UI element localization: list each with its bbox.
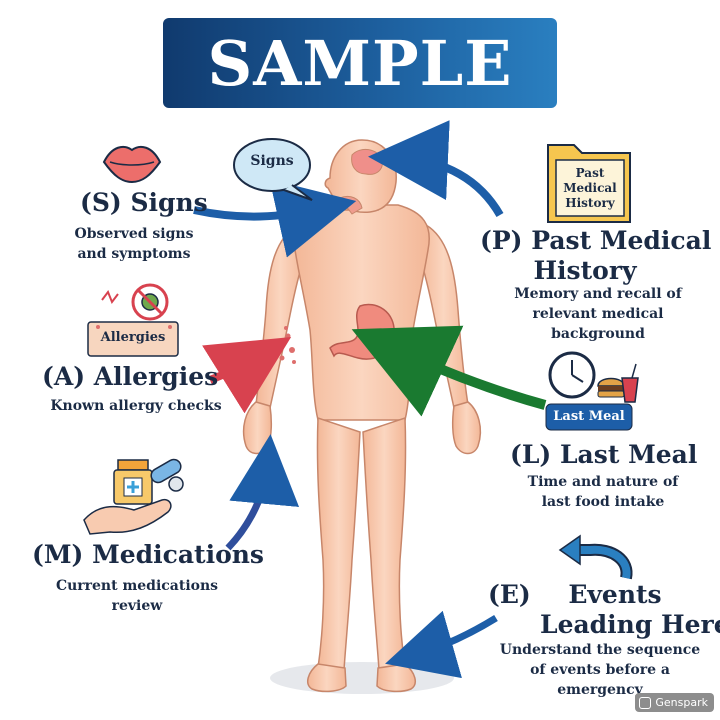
clock-icon [548,351,596,399]
events-letter: (E) [488,580,531,609]
burger-icon [597,377,625,398]
signs-letter: (S) [80,188,122,217]
past-name-line: History [533,256,637,285]
events-desc-line: of events before a [530,662,670,678]
lastmeal-tag-box [545,403,633,431]
watermark-text: Genspark [655,696,708,709]
lastmeal-desc-line: last food intake [541,494,665,510]
past-heading: (P) Past Medical History [480,226,711,286]
folder-icon [547,144,631,223]
speech-bubble-icon [233,138,313,201]
folder-label: Past Medical History [556,166,624,211]
speech-bubble-text: Signs [250,153,294,169]
past-name-line: Past Medical [531,226,712,255]
signs-arrow [193,179,357,258]
lastmeal-heading: (L) Last Meal [510,440,697,469]
signs-name: Signs [130,188,208,217]
medications-desc-line: Current medications [55,578,219,594]
return-arrow-icon [558,534,633,580]
allergies-heading: (A) Allergies [42,362,218,391]
signs-desc: Observed signs and symptoms [64,224,204,264]
signs-desc-line: and symptoms [77,246,191,262]
allergy-icon [87,283,179,357]
lastmeal-arrow [351,325,547,417]
events-arrow [385,610,498,679]
folder-line: Medical [563,181,617,195]
medications-arrow [225,434,300,551]
allergies-desc: Known allergy checks [40,396,232,416]
human-body [242,139,482,693]
past-desc-line: relevant medical [532,306,664,322]
events-name-line: Events [568,580,662,609]
events-heading: Events Leading Here [540,580,720,640]
allergies-letter: (A) [42,362,86,391]
events-desc: Understand the sequence of events before… [496,640,704,700]
allergies-arrow [202,337,292,414]
past-arrow [368,120,504,218]
brain-icon [351,148,383,175]
events-name-line: Leading Here [540,610,720,639]
past-desc: Memory and recall of relevant medical ba… [498,284,698,344]
allergies-name: Allergies [93,362,219,391]
floor-shadow [270,662,454,694]
capsule-icon [150,458,184,492]
title-banner: SAMPLE [163,18,557,108]
lips-icon [102,145,162,184]
pill-bottle-icon [113,459,153,505]
medications-name: Medications [92,540,265,569]
medications-heading: (M) Medications [32,540,264,569]
lastmeal-letter: (L) [510,440,552,469]
signs-desc-line: Observed signs [74,226,194,242]
allergies-tag: Allergies [100,330,166,345]
folder-line: History [565,196,615,210]
past-desc-line: background [551,326,645,342]
title: SAMPLE [207,26,513,100]
lastmeal-desc: Time and nature of last food intake [508,472,698,512]
medications-letter: (M) [32,540,84,569]
folder-line: Past [575,166,605,180]
drink-icon [621,363,639,403]
allergies-desc-line: Known allergy checks [50,398,222,414]
lastmeal-name: Last Meal [559,440,698,469]
lastmeal-desc-line: Time and nature of [527,474,679,490]
signs-heading: (S) Signs [80,188,208,217]
events-desc-line: Understand the sequence [499,642,701,658]
genspark-icon [639,696,652,709]
past-desc-line: Memory and recall of [514,286,682,302]
medications-desc: Current medications review [44,576,230,616]
watermark: Genspark [635,693,714,712]
past-letter: (P) [480,226,523,255]
medications-desc-line: review [111,598,163,614]
hand-icon [83,498,172,535]
lastmeal-tag: Last Meal [553,409,625,424]
events-desc-line: emergency [557,682,643,698]
